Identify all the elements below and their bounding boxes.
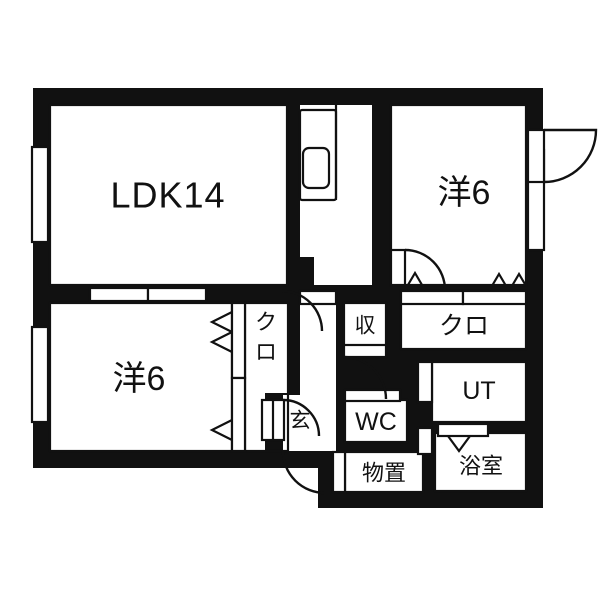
marker-closet-right-b [508, 271, 530, 292]
sliding-door-closet-right-a [399, 289, 465, 306]
western-room-lower-floor [50, 303, 232, 451]
door-arc-balcony [543, 128, 598, 184]
label-entrance: 玄 [290, 410, 311, 433]
door-leaf-storeroom [331, 450, 347, 494]
marker-bathroom-down [447, 435, 471, 453]
marker-storage-down [352, 356, 376, 374]
closet-center-lower-floor [245, 393, 265, 451]
entrance-detail [260, 398, 286, 442]
door-leaf-ut-lower [416, 426, 434, 456]
ldk-floor [50, 105, 287, 285]
sliding-door-wc [343, 388, 402, 403]
hallway-floor [300, 303, 336, 395]
storage-shelf-floor [344, 303, 386, 351]
label-storage-shelf: 収 [355, 315, 376, 338]
marker-room-upper-door [404, 270, 426, 291]
door-leaf-ut [416, 360, 434, 404]
door-arc-storage [343, 355, 388, 400]
store-room-floor [345, 452, 423, 492]
door-markers [209, 270, 530, 453]
label-store-room: 物置 [362, 461, 406, 486]
door-swings [281, 128, 598, 495]
bathroom-floor [435, 433, 526, 491]
sliding-door-closet-right-b [461, 289, 528, 306]
closet-center-panel-top [230, 301, 247, 380]
balcony-door-leaf [526, 128, 546, 184]
hallway-lower-floor [283, 395, 336, 451]
label-toilet: WC [355, 408, 397, 436]
label-closet-center-a: ク [255, 310, 277, 335]
western-room-upper-floor [391, 105, 526, 285]
closet-center-panel-bottom [230, 376, 247, 453]
label-utility: UT [462, 377, 495, 405]
window-room-lower-left [30, 325, 50, 424]
sliding-door-bathroom [436, 422, 490, 438]
room-outlines [48, 103, 528, 494]
marker-closet-center-mid [209, 331, 233, 353]
kitchen-fixtures [298, 105, 338, 202]
door-arc-hall-left [281, 289, 324, 332]
sliding-doors [88, 248, 528, 494]
label-room-upper: 洋6 [438, 174, 491, 212]
marker-closet-center-bottom [209, 419, 233, 441]
toilet-floor [345, 400, 407, 442]
marker-closet-right-a [488, 271, 510, 292]
kitchen-sink [301, 146, 331, 190]
marker-closet-center-top [209, 311, 233, 333]
closet-center-floor [245, 303, 288, 393]
door-arc-entrance [282, 398, 321, 437]
label-room-lower: 洋6 [113, 360, 166, 398]
utility-floor [432, 362, 526, 422]
door-arc-room-upper [404, 248, 447, 291]
label-closet-right: クロ [439, 312, 489, 340]
sliding-door-storage [342, 343, 388, 359]
closet-right-floor [401, 303, 526, 349]
closet-center-label-group: ク ロ [255, 310, 277, 365]
sliding-door-ldk-a [88, 286, 150, 303]
window-ldk-left [30, 145, 50, 244]
windows [30, 128, 546, 424]
sliding-door-ldk-b [146, 286, 208, 303]
door-arc-entrance-lower [281, 450, 326, 495]
door-leaf-room-upper [389, 248, 407, 287]
label-closet-center-b: ロ [255, 340, 277, 365]
room-labels: LDK14 洋6 洋6 クロ UT WC 浴室 物置 収 玄 [110, 174, 503, 486]
label-ldk: LDK14 [110, 175, 225, 216]
kitchen-lower-floor [314, 230, 372, 285]
closet-center-panels [230, 301, 247, 453]
label-bathroom: 浴室 [459, 454, 503, 479]
